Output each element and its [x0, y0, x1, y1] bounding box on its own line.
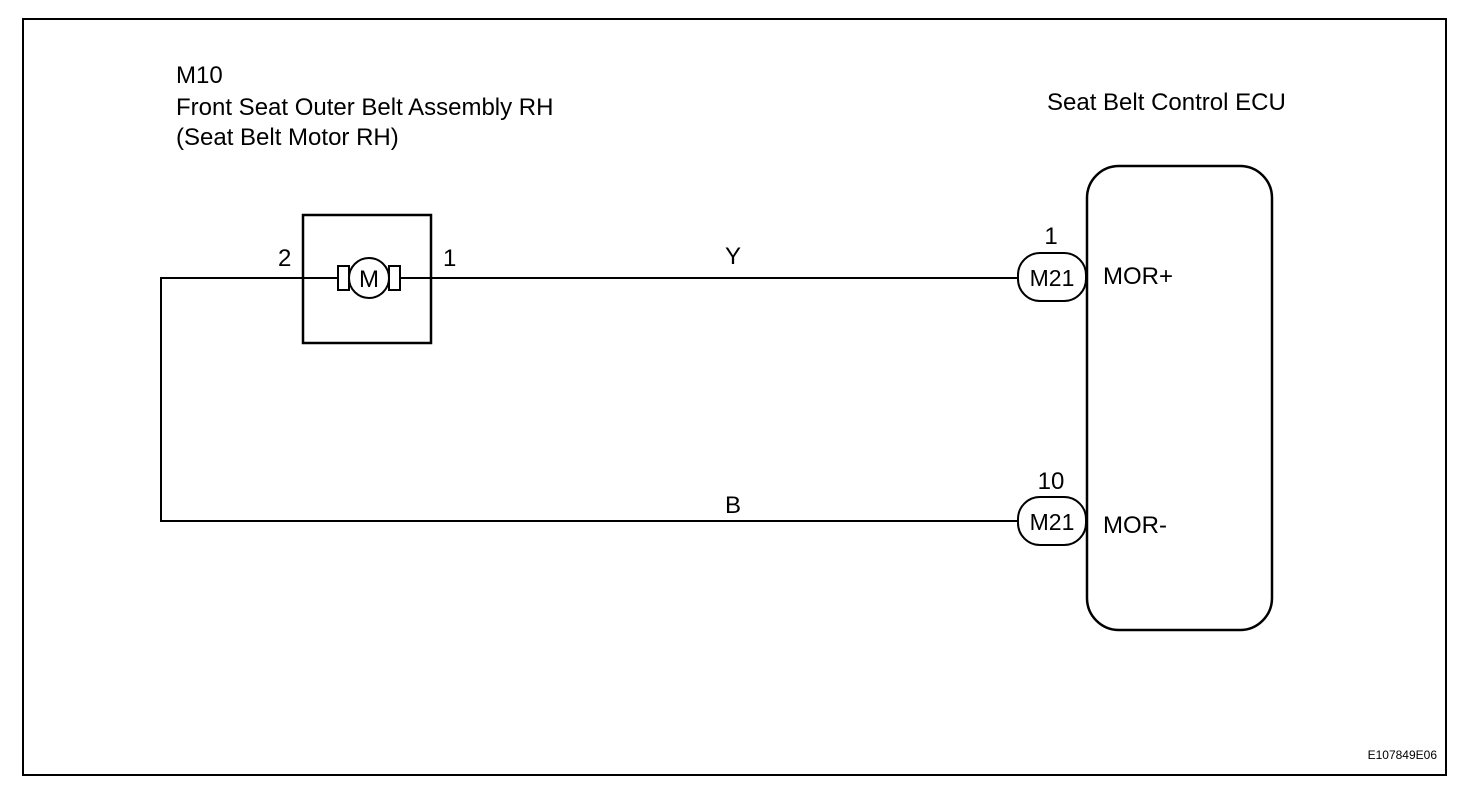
wire-color-y: Y	[725, 243, 741, 270]
ecu-connector-label-1: M21	[1030, 265, 1075, 291]
motor-component-subname: (Seat Belt Motor RH)	[176, 124, 399, 151]
ecu-signal-mor-plus: MOR+	[1103, 263, 1173, 290]
ecu-title: Seat Belt Control ECU	[1047, 89, 1286, 116]
wire-b	[160, 277, 1018, 522]
motor-connector-code: M10	[176, 62, 223, 89]
ecu-terminal-pin-1: 1	[1044, 223, 1057, 250]
ecu-connector-badge-10	[1017, 496, 1087, 546]
ecu-signal-mor-minus: MOR-	[1103, 512, 1167, 539]
ecu-terminal-pin-10: 10	[1038, 468, 1065, 495]
figure-id: E107849E06	[1368, 748, 1438, 762]
motor-pin-1: 1	[443, 245, 456, 272]
motor-pin-2: 2	[278, 245, 291, 272]
motor-symbol-label: M	[359, 266, 379, 293]
motor-component-name: Front Seat Outer Belt Assembly RH	[176, 94, 553, 121]
ecu-box	[1085, 164, 1274, 632]
diagram-frame	[22, 18, 1447, 776]
ecu-connector-badge-1	[1017, 252, 1087, 302]
ecu-connector-label-10: M21	[1030, 509, 1075, 535]
wire-color-b: B	[725, 492, 741, 519]
motor-icon: M	[337, 257, 401, 299]
